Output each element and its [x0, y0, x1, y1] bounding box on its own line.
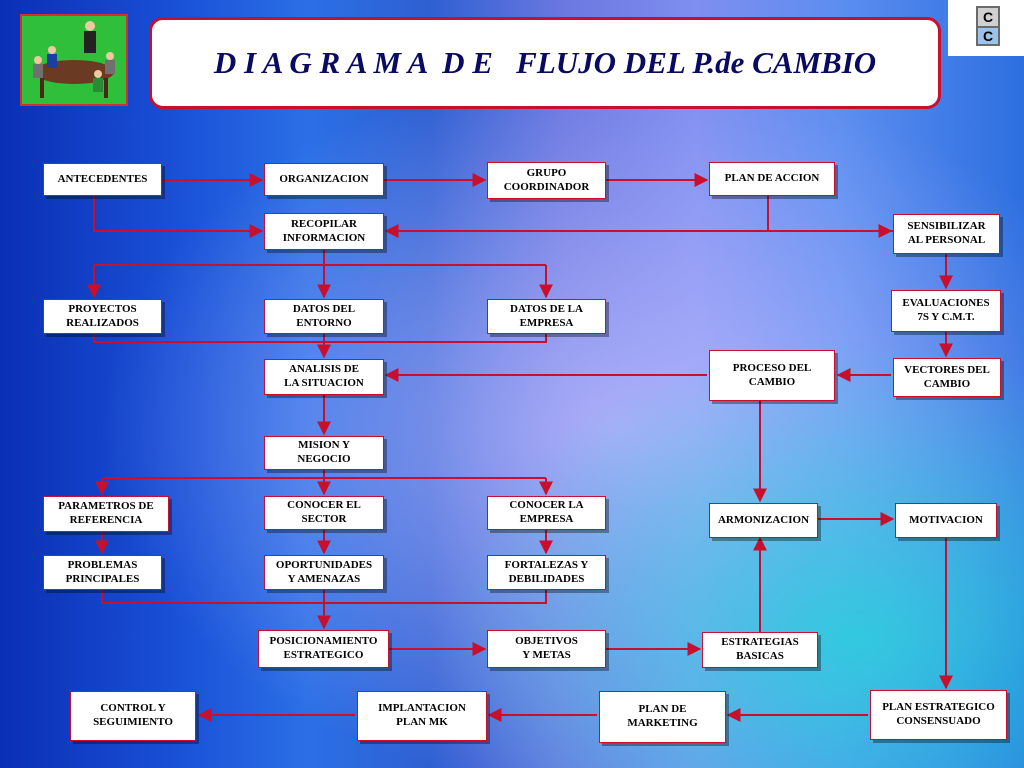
node-implantacion-plan-mk[interactable]: IMPLANTACION PLAN MK	[357, 691, 487, 741]
node-label: PLAN DE ACCION	[724, 172, 820, 185]
node-sensibilizar-personal[interactable]: SENSIBILIZAR AL PERSONAL	[893, 214, 1000, 254]
node-grupo-coordinador[interactable]: GRUPO COORDINADOR	[487, 162, 606, 199]
node-label: ESTRATEGIAS BASICAS	[721, 636, 799, 662]
node-objetivos-metas[interactable]: OBJETIVOS Y METAS	[487, 630, 606, 668]
node-label: CONTROL Y SEGUIMIENTO	[93, 702, 173, 728]
node-label: IMPLANTACION PLAN MK	[378, 702, 466, 728]
node-conocer-empresa[interactable]: CONOCER LA EMPRESA	[487, 496, 606, 530]
node-label: DATOS DEL ENTORNO	[292, 302, 356, 329]
node-label: ANTECEDENTES	[57, 172, 148, 185]
logo-letter-bottom: C	[983, 28, 993, 44]
node-control-seguimiento[interactable]: CONTROL Y SEGUIMIENTO	[70, 691, 196, 741]
node-label: GRUPO COORDINADOR	[503, 166, 590, 193]
node-label: FORTALEZAS Y DEBILIDADES	[504, 558, 589, 585]
node-analisis-situacion[interactable]: ANALISIS DE LA SITUACION	[264, 359, 384, 395]
node-mision-negocio[interactable]: MISION Y NEGOCIO	[264, 436, 384, 470]
node-posicionamiento-estrategico[interactable]: POSICIONAMIENTO ESTRATEGICO	[258, 630, 389, 668]
node-label: DATOS DE LA EMPRESA	[510, 302, 583, 329]
meeting-illustration	[20, 14, 128, 106]
logo-letter-top: C	[983, 9, 993, 25]
node-fortalezas-debilidades[interactable]: FORTALEZAS Y DEBILIDADES	[487, 555, 606, 590]
node-vectores-cambio[interactable]: VECTORES DEL CAMBIO	[893, 358, 1001, 397]
node-plan-marketing[interactable]: PLAN DE MARKETING	[599, 691, 726, 743]
node-label: OBJETIVOS Y METAS	[515, 635, 578, 661]
node-evaluaciones[interactable]: EVALUACIONES 7S Y C.M.T.	[891, 290, 1001, 332]
title-banner: D I A G R A M A D E FLUJO DEL P.de CAMBI…	[149, 17, 941, 109]
node-label: MOTIVACION	[909, 513, 983, 526]
page-title: D I A G R A M A D E FLUJO DEL P.de CAMBI…	[213, 45, 877, 80]
node-motivacion[interactable]: MOTIVACION	[895, 503, 997, 538]
node-label: SENSIBILIZAR AL PERSONAL	[907, 220, 986, 246]
node-label: POSICIONAMIENTO ESTRATEGICO	[269, 635, 378, 661]
node-label: PLAN DE MARKETING	[627, 703, 698, 729]
arrow-antecedentes-recopilar	[93, 196, 264, 238]
node-label: VECTORES DEL CAMBIO	[904, 363, 990, 390]
node-label: MISION Y NEGOCIO	[297, 439, 351, 465]
node-oportunidades-amenazas[interactable]: OPORTUNIDADES Y AMENAZAS	[264, 555, 384, 590]
node-recopilar-informacion[interactable]: RECOPILAR INFORMACION	[264, 213, 384, 250]
node-datos-entorno[interactable]: DATOS DEL ENTORNO	[264, 299, 384, 334]
node-label: PROBLEMAS PRINCIPALES	[65, 558, 140, 585]
node-label: ANALISIS DE LA SITUACION	[284, 363, 364, 389]
node-label: PLAN ESTRATEGICO CONSENSUADO	[882, 701, 995, 727]
node-label: PROYECTOS REALIZADOS	[66, 302, 139, 329]
node-proyectos-realizados[interactable]: PROYECTOS REALIZADOS	[43, 299, 162, 334]
node-label: ORGANIZACION	[279, 172, 369, 185]
node-datos-empresa[interactable]: DATOS DE LA EMPRESA	[487, 299, 606, 334]
node-label: CONOCER EL SECTOR	[287, 499, 361, 525]
node-armonizacion[interactable]: ARMONIZACION	[709, 503, 818, 538]
connector-proyectos-merge	[93, 334, 547, 343]
node-label: RECOPILAR INFORMACION	[282, 217, 366, 244]
node-antecedentes[interactable]: ANTECEDENTES	[43, 163, 162, 196]
node-plan-estrategico-consensuado[interactable]: PLAN ESTRATEGICO CONSENSUADO	[870, 690, 1007, 740]
node-conocer-sector[interactable]: CONOCER EL SECTOR	[264, 496, 384, 530]
node-problemas-principales[interactable]: PROBLEMAS PRINCIPALES	[43, 555, 162, 590]
node-label: OPORTUNIDADES Y AMENAZAS	[275, 558, 373, 585]
node-label: CONOCER LA EMPRESA	[509, 499, 584, 525]
node-proceso-cambio[interactable]: PROCESO DEL CAMBIO	[709, 350, 835, 401]
node-plan-de-accion[interactable]: PLAN DE ACCION	[709, 162, 835, 196]
node-label: EVALUACIONES 7S Y C.M.T.	[902, 297, 990, 323]
node-estrategias-basicas[interactable]: ESTRATEGIAS BASICAS	[702, 632, 818, 668]
node-label: PARAMETROS DE REFERENCIA	[58, 500, 154, 526]
node-label: ARMONIZACION	[717, 513, 810, 526]
node-parametros-referencia[interactable]: PARAMETROS DE REFERENCIA	[43, 496, 169, 532]
node-label: PROCESO DEL CAMBIO	[732, 361, 812, 388]
company-logo: C C	[948, 0, 1024, 56]
node-organizacion[interactable]: ORGANIZACION	[264, 163, 384, 196]
